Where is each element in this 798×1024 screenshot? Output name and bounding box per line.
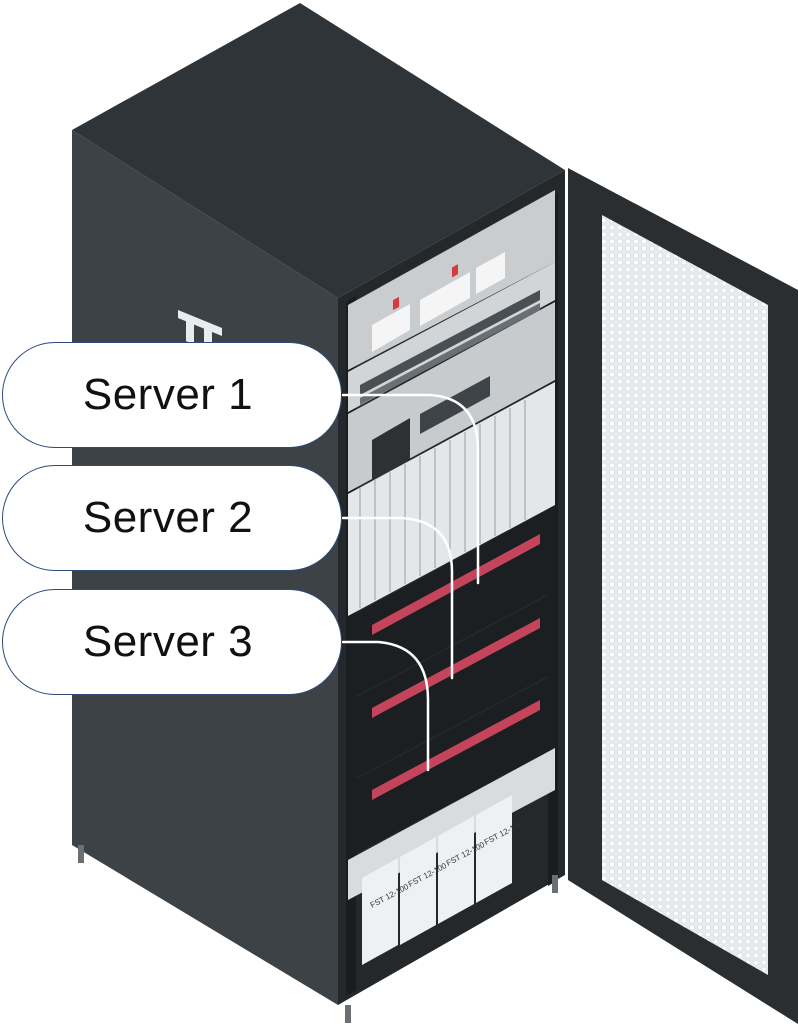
cabinet-foot (552, 875, 558, 893)
callout-label: Server 3 (82, 617, 254, 666)
cabinet-top (72, 3, 565, 298)
door-mesh (602, 215, 768, 975)
callout-server-2: Server 2 (2, 465, 342, 571)
connector-line-server-2 (341, 516, 454, 680)
connector-line-server-3 (341, 640, 430, 772)
cabinet-foot (78, 845, 84, 863)
server-unit-3 (348, 674, 555, 858)
cabinet-foot (345, 1005, 351, 1023)
callout-server-1: Server 1 (2, 342, 342, 448)
callout-label: Server 1 (82, 370, 254, 419)
connector-line-server-1 (341, 393, 480, 585)
card-cage (348, 382, 555, 616)
callout-label: Server 2 (82, 493, 254, 542)
brand-logo-icon (178, 310, 222, 346)
server-unit-2 (348, 592, 555, 782)
callout-server-3: Server 3 (2, 589, 342, 695)
rack-equipment (348, 190, 555, 616)
power-supply-shelf: FST 12-100 FST 12-100 FST 12-100 FST 12-… (348, 748, 555, 965)
